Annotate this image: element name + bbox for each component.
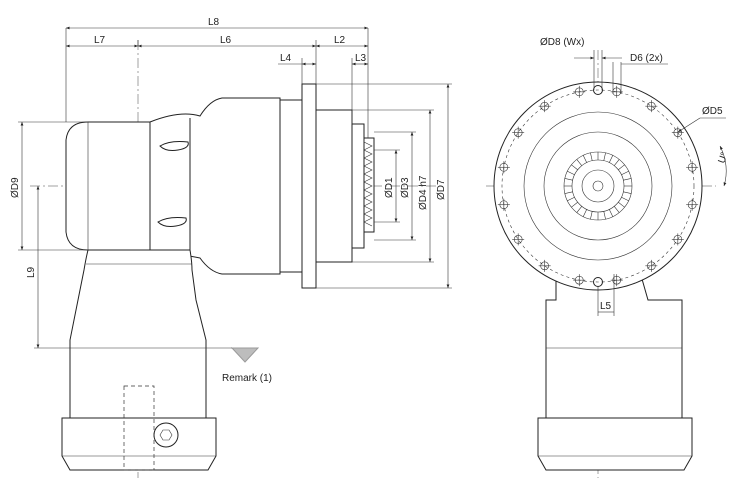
bolt-hole — [645, 259, 658, 272]
dim-L7: L7 — [94, 35, 106, 46]
pinion-tooth — [603, 211, 606, 220]
remark-label: Remark (1) — [222, 373, 272, 384]
shaft-circle — [581, 169, 615, 203]
pinion-tooth — [567, 170, 575, 175]
front-nut — [537, 417, 693, 471]
pinion-tooth — [603, 152, 606, 161]
dim-L3: L3 — [355, 53, 367, 64]
dim-line-U — [719, 145, 727, 187]
dim-L6: L6 — [220, 35, 232, 46]
bolt-hole — [538, 259, 551, 272]
bolt-hole — [512, 126, 525, 139]
pinion-tooth — [571, 201, 578, 208]
dim-U: U° — [716, 151, 730, 165]
bolt-circle — [501, 89, 695, 283]
front-view: ØD8 (Wx) D6 (2x) ØD5 U° L5 — [486, 37, 731, 478]
center-hole — [592, 180, 604, 192]
pinion-tooth — [613, 206, 620, 213]
dim-L5: L5 — [600, 301, 612, 312]
dim-D8: ØD8 (Wx) — [540, 37, 584, 48]
bolt-hole — [610, 274, 623, 287]
pinion-tooth — [567, 197, 575, 202]
bolt-hole — [573, 274, 586, 287]
dim-L2: L2 — [334, 35, 346, 46]
flange-outer — [493, 81, 703, 291]
hidden-bore — [123, 385, 155, 471]
bolt-hole — [686, 198, 699, 211]
slot-lower — [157, 217, 187, 227]
bolt-hole — [671, 126, 684, 139]
bolt-hole — [645, 100, 658, 113]
pinion-tooth — [590, 211, 593, 220]
pilot-step — [351, 123, 365, 249]
pinion-tooth — [564, 178, 573, 181]
bolt-hole — [671, 233, 684, 246]
pinion-tooth — [618, 201, 625, 208]
dim-D3: ØD3 — [400, 177, 411, 198]
dowel-hole — [593, 85, 603, 95]
pinion-tooth — [590, 152, 593, 161]
dim-D4: ØD4 h7 — [418, 175, 429, 210]
pinion-tooth — [576, 159, 583, 166]
bolt-hole — [497, 161, 510, 174]
pinion-teeth-front — [564, 152, 632, 220]
dim-D9: ØD9 — [10, 177, 21, 198]
pinion-tooth — [621, 170, 629, 175]
pinion-tooth — [621, 197, 629, 202]
remark-triangle — [230, 347, 260, 363]
pinion-tooth — [571, 164, 578, 171]
bottom-nut — [61, 417, 217, 471]
dim-L4: L4 — [280, 53, 292, 64]
pilot-circle — [523, 111, 673, 261]
bolt-hole — [686, 161, 699, 174]
pinion-tooth — [623, 178, 632, 181]
bolt-hole — [573, 85, 586, 98]
pilot — [315, 109, 353, 263]
pinion-tooth — [564, 191, 573, 194]
dim-line-D5 — [677, 117, 701, 133]
pinion-tooth — [582, 209, 587, 217]
pinion-tooth — [609, 209, 614, 217]
dim-D1: ØD1 — [384, 177, 395, 198]
side-view: Remark (1) L8 L7 L6 L2 L4 L3 ØD1 ØD3 — [10, 17, 452, 478]
pilot-inner — [543, 131, 653, 241]
slot-upper — [159, 141, 189, 151]
angle-body — [149, 97, 281, 275]
pinion-tooth — [576, 206, 583, 213]
dim-D7: ØD7 — [436, 179, 447, 200]
bolt-hole — [497, 198, 510, 211]
output-flange — [301, 83, 317, 289]
pinion-tooth — [623, 191, 632, 194]
pinion-tooth — [613, 159, 620, 166]
pinion — [363, 137, 375, 233]
pinion-tooth — [609, 155, 614, 163]
adapter-ring — [279, 99, 303, 273]
dim-L8: L8 — [208, 17, 220, 28]
dim-D5: ØD5 — [702, 106, 723, 117]
pinion-tooth — [618, 164, 625, 171]
vertical-housing — [69, 249, 207, 419]
pinion-tooth — [582, 155, 587, 163]
bolt-hole — [512, 233, 525, 246]
pinion-teeth — [363, 141, 373, 227]
bolt-hole — [538, 100, 551, 113]
dim-D6: D6 (2x) — [630, 53, 663, 64]
dim-L9: L9 — [26, 266, 37, 278]
hex-screw — [153, 422, 179, 448]
